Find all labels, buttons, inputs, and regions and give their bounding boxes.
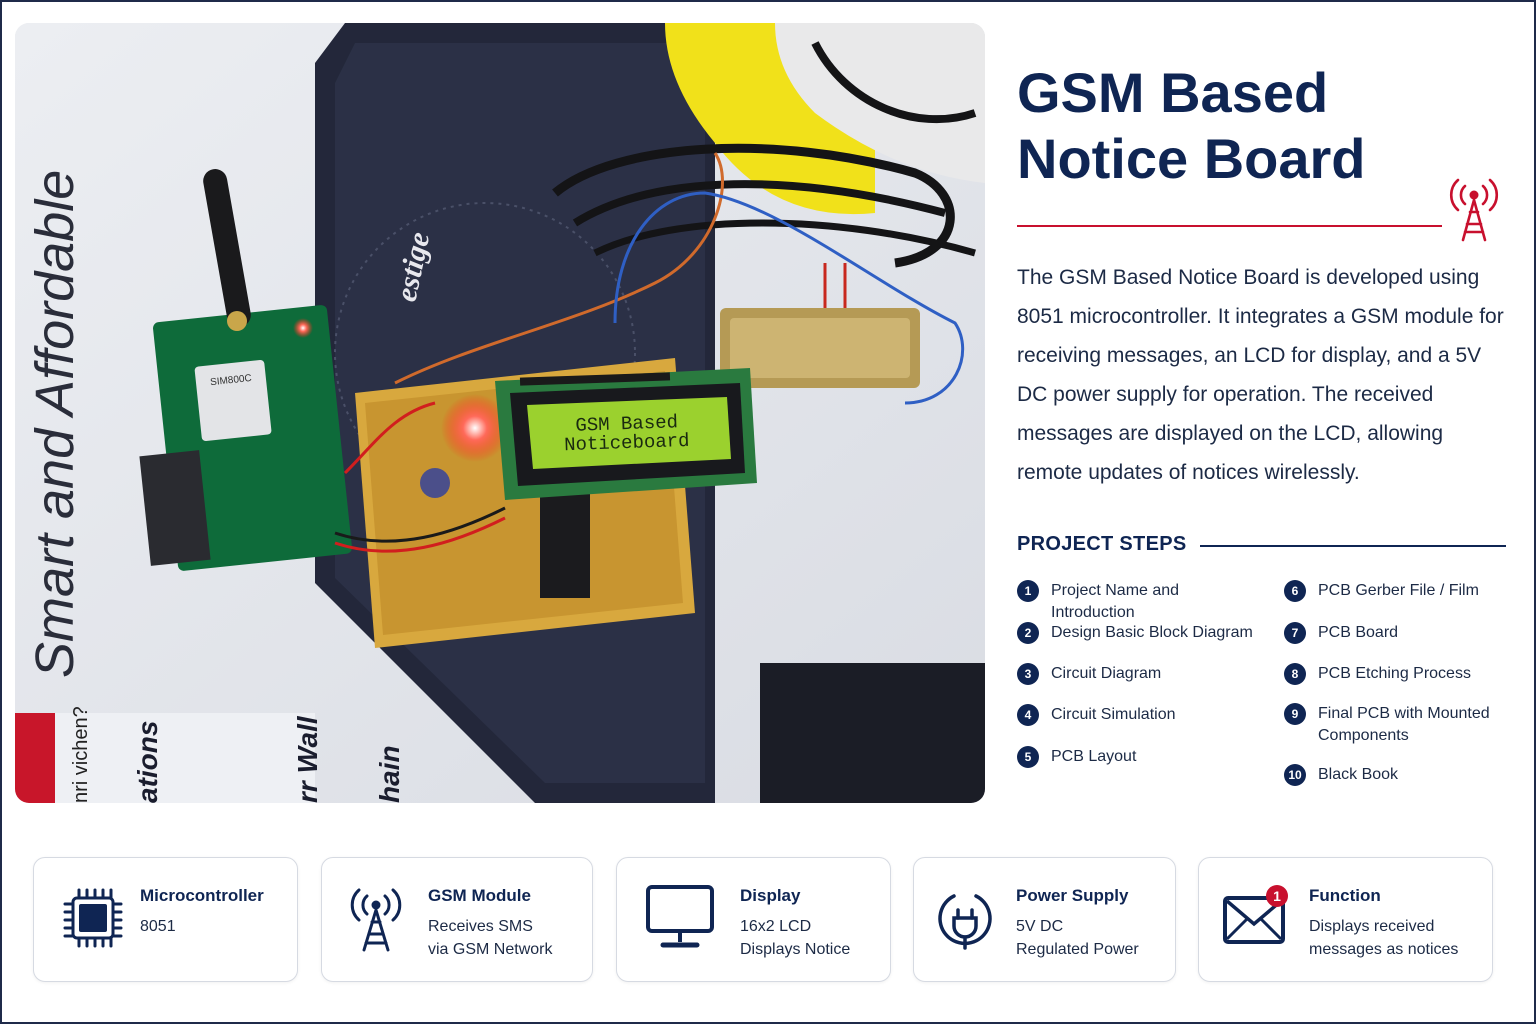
page-word-3: hain <box>374 745 405 803</box>
red-tab <box>15 713 55 803</box>
step-number: 5 <box>1017 746 1039 768</box>
page-word-1: ations <box>132 721 163 803</box>
lcd-line2: Noticeboard <box>564 430 690 456</box>
step-item: 1 Project Name and Introduction <box>1017 580 1261 624</box>
gsm-module-board: SIM800C <box>139 305 352 571</box>
module-label: SIM800C <box>210 373 253 388</box>
step-label: Circuit Diagram <box>1051 665 1162 682</box>
step-label: Circuit Simulation <box>1051 706 1176 723</box>
step-number: 1 <box>1017 580 1039 602</box>
step-item: 5 PCB Layout <box>1017 746 1261 768</box>
step-label: PCB Etching Process <box>1318 665 1471 682</box>
title-line-2: Notice Board <box>1017 127 1366 190</box>
status-led <box>441 394 509 462</box>
photo-illustration: SIM800C GSM Based Noticeboard estige <box>15 23 985 803</box>
step-label: Final PCB with Mounted Components <box>1318 705 1490 744</box>
title-line-1: GSM Based <box>1017 61 1329 124</box>
step-number: 9 <box>1284 703 1306 725</box>
step-label: PCB Gerber File / Film <box>1318 582 1479 599</box>
card-power-supply: Power Supply 5V DC Regulated Power <box>913 857 1176 982</box>
step-item: 9 Final PCB with Mounted Components <box>1284 703 1503 747</box>
ic-chip <box>540 493 590 598</box>
card-title: Function <box>1309 886 1381 905</box>
antenna-icon <box>348 886 404 959</box>
card-subtitle: 16x2 LCD Displays Notice <box>740 918 851 958</box>
antenna <box>203 169 251 327</box>
card-title: Display <box>740 886 801 905</box>
step-number: 10 <box>1284 764 1306 786</box>
step-number: 3 <box>1017 663 1039 685</box>
step-item: 8 PCB Etching Process <box>1284 663 1528 685</box>
card-subtitle: 5V DC Regulated Power <box>1016 918 1139 958</box>
lcd-module: GSM Based Noticeboard <box>495 368 757 500</box>
card-subtitle: Displays received messages as notices <box>1309 918 1459 958</box>
step-number: 6 <box>1284 580 1306 602</box>
step-number: 7 <box>1284 622 1306 644</box>
step-item: 10 Black Book <box>1284 764 1528 786</box>
card-gsm-module: GSM Module Receives SMS via GSM Network <box>321 857 593 982</box>
card-title: Microcontroller <box>140 886 264 905</box>
chip-icon <box>61 886 125 955</box>
step-label: Project Name and Introduction <box>1051 582 1180 621</box>
step-label: PCB Board <box>1318 624 1399 641</box>
card-subtitle: 8051 <box>140 918 176 935</box>
card-subtitle: Receives SMS via GSM Network <box>428 918 553 958</box>
dark-box <box>760 663 985 803</box>
step-label: Design Basic Block Diagram <box>1051 624 1253 641</box>
lcd-line1: GSM Based <box>575 411 678 437</box>
plug-icon <box>936 888 994 955</box>
page-word-4: nri vichen? <box>70 706 92 803</box>
step-label: Black Book <box>1318 766 1399 783</box>
step-item: 6 PCB Gerber File / Film <box>1284 580 1528 602</box>
project-description: The GSM Based Notice Board is developed … <box>1017 266 1504 484</box>
step-number: 4 <box>1017 704 1039 726</box>
steps-heading: PROJECT STEPS <box>1017 533 1187 555</box>
step-item: 7 PCB Board <box>1284 622 1528 644</box>
project-photo: SIM800C GSM Based Noticeboard estige <box>15 23 985 803</box>
cell-tower-icon <box>1446 174 1502 244</box>
page-word-2: rr Wall <box>292 715 323 803</box>
steps-divider <box>1200 545 1506 547</box>
step-item: 2 Design Basic Block Diagram <box>1017 622 1261 644</box>
step-label: PCB Layout <box>1051 748 1137 765</box>
step-item: 4 Circuit Simulation <box>1017 704 1261 726</box>
title-divider <box>1017 225 1442 227</box>
card-display: Display 16x2 LCD Displays Notice <box>616 857 891 982</box>
side-text: Smart and Affordable <box>25 170 85 678</box>
step-number: 8 <box>1284 663 1306 685</box>
card-microcontroller: Microcontroller 8051 <box>33 857 298 982</box>
card-title: Power Supply <box>1016 886 1129 905</box>
page-title: GSM Based Notice Board <box>1017 60 1487 192</box>
monitor-icon <box>645 882 715 957</box>
card-function: 1 Function Displays received messages as… <box>1198 857 1493 982</box>
step-number: 2 <box>1017 622 1039 644</box>
notification-badge: 1 <box>1273 888 1281 904</box>
envelope-icon: 1 <box>1221 884 1289 957</box>
step-item: 3 Circuit Diagram <box>1017 663 1261 685</box>
card-title: GSM Module <box>428 886 531 905</box>
